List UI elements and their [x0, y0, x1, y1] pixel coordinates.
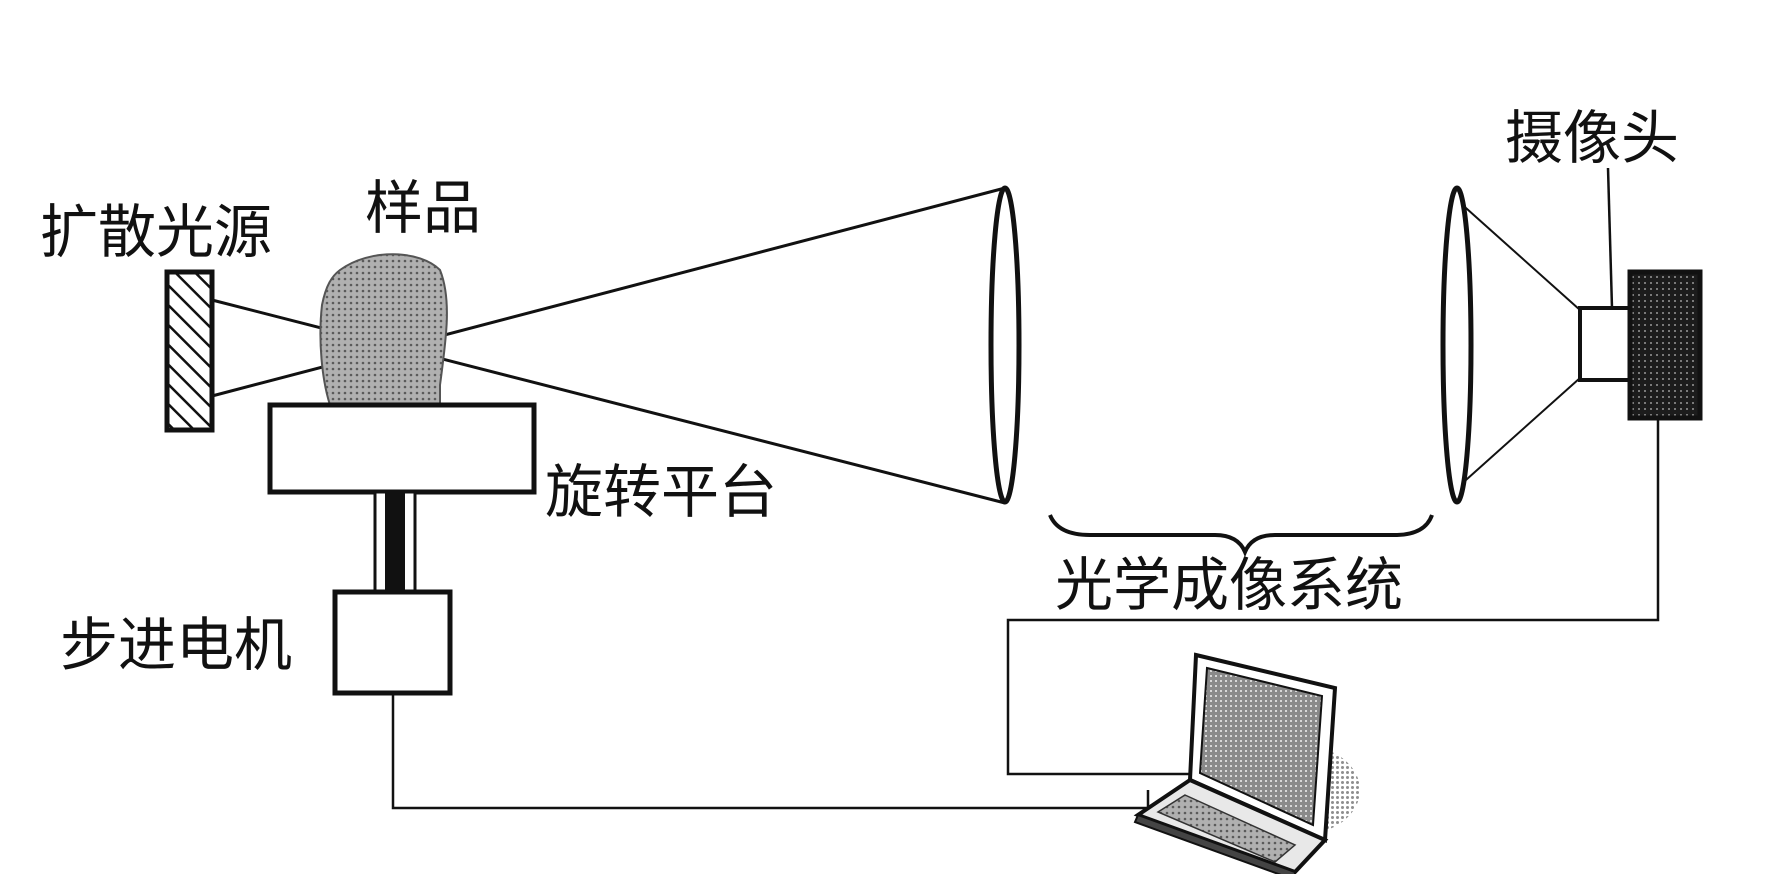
label-rotating-platform: 旋转平台: [545, 458, 777, 526]
focus-ray-upper: [1456, 199, 1581, 311]
laptop-icon: [1133, 652, 1360, 874]
label-diffuse-light-source: 扩散光源: [40, 198, 272, 266]
motor-to-laptop-cable: [391, 693, 1150, 810]
camera-body: [1627, 269, 1703, 421]
label-camera: 摄像头: [1505, 104, 1679, 172]
label-optical-imaging-system: 光学成像系统: [1055, 551, 1403, 619]
label-stepper-motor: 步进电机: [60, 611, 292, 679]
camera-to-laptop-cable: [1006, 418, 1660, 776]
sample-blob: [319, 253, 448, 406]
camera-lens-barrel: [1578, 306, 1632, 382]
diffuse-light-source: [164, 269, 215, 433]
focus-ray-lower: [1456, 377, 1581, 489]
optical-system-brace: [1048, 514, 1434, 558]
rotating-platform: [267, 402, 537, 495]
motor-shaft: [373, 490, 417, 594]
first-lens: [988, 185, 1022, 505]
label-sample: 样品: [365, 174, 481, 242]
stepper-motor: [332, 589, 453, 696]
second-lens: [1440, 185, 1474, 505]
camera-pointer-line: [1606, 167, 1614, 309]
